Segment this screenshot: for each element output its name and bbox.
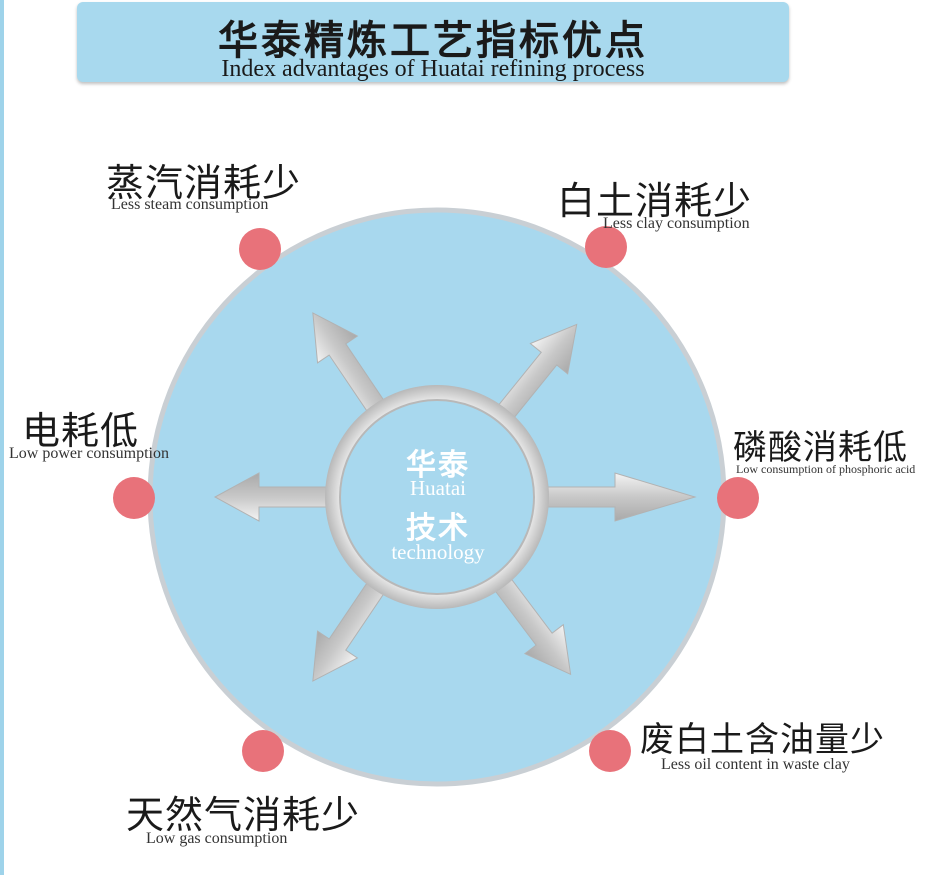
advantage-phosphoric-en: Low consumption of phosphoric acid: [736, 462, 916, 476]
advantage-power-en: Low power consumption: [9, 445, 169, 462]
center-label-technology-en: technology: [391, 540, 485, 564]
center-label-huatai-cn: 华泰: [406, 448, 470, 483]
advantage-gas-en: Low gas consumption: [146, 830, 288, 847]
advantage-phosphoric-cn: 磷酸消耗低: [733, 428, 908, 468]
advantage-clay-cn: 白土消耗少: [557, 179, 753, 223]
dot-power: [113, 477, 155, 519]
dot-phosphoric: [717, 477, 759, 519]
advantage-steam-en: Less steam consumption: [111, 196, 269, 213]
dot-gas: [242, 730, 284, 772]
page-subtitle: Index advantages of Huatai refining proc…: [221, 56, 645, 82]
center-label-huatai-en: Huatai: [410, 476, 466, 500]
dot-clay: [585, 226, 627, 268]
page-title: 华泰精炼工艺指标优点: [218, 18, 648, 64]
center-disc: [339, 399, 535, 595]
advantage-waste-clay-cn: 废白土含油量少: [640, 720, 885, 760]
advantage-clay-en: Less clay consumption: [603, 215, 750, 232]
advantage-steam-cn: 蒸汽消耗少: [106, 161, 302, 205]
dot-steam: [239, 228, 281, 270]
advantage-gas-cn: 天然气消耗少: [126, 793, 361, 837]
advantage-power-cn: 电耗低: [22, 409, 140, 453]
header-banner: 华泰精炼工艺指标优点 Index advantages of Huatai re…: [77, 2, 789, 82]
advantage-waste-clay-en: Less oil content in waste clay: [661, 756, 850, 773]
marker-dots: [113, 226, 759, 772]
left-accent-rule: [0, 0, 4, 875]
arrows: [213, 312, 697, 682]
dot-waste-clay: [589, 730, 631, 772]
center-label-technology-cn: 技术: [406, 511, 470, 546]
